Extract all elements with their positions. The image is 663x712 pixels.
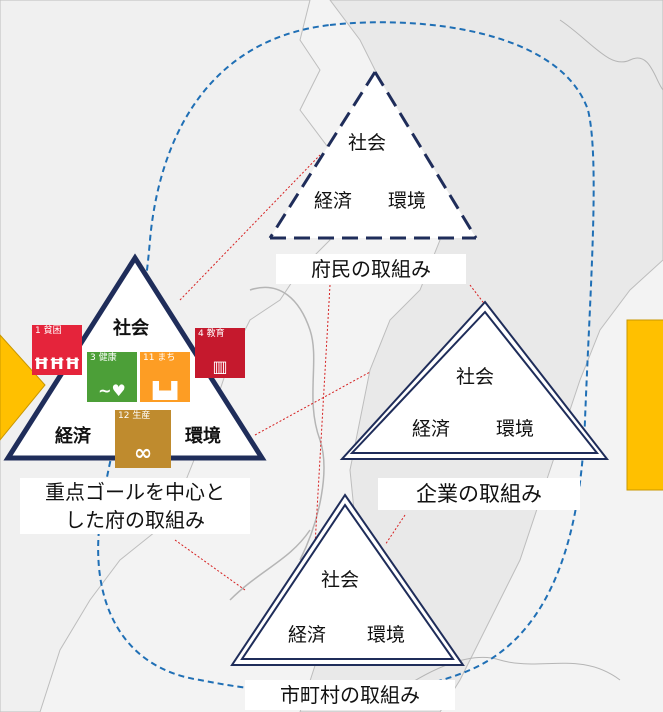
prefecture-society-label: 社会 xyxy=(113,318,149,339)
prefecture-caption-line2: した府の取組み xyxy=(65,508,205,532)
prefecture-environment-label: 環境 xyxy=(185,426,221,447)
prefecture-economy-label: 経済 xyxy=(55,426,91,447)
residents-environment-label: 環境 xyxy=(388,190,427,212)
connector-lines xyxy=(174,154,551,591)
companies-society-label: 社会 xyxy=(456,366,495,388)
residents-caption: 府民の取組み xyxy=(276,254,466,284)
companies-environment-label: 環境 xyxy=(496,418,535,440)
residents-society-label: 社会 xyxy=(348,132,387,154)
incoming-arrow xyxy=(0,334,46,441)
companies-triangle xyxy=(339,300,610,460)
municipalities-triangle xyxy=(230,493,465,666)
sdg-icon-goal-3: 3 健康~♥ xyxy=(87,352,137,402)
prefecture-caption-line1: 重点ゴールを中心と xyxy=(45,480,225,504)
sdg-icon-goal-4: 4 教育▥ xyxy=(195,328,245,378)
companies-caption: 企業の取組み xyxy=(378,478,580,510)
companies-economy-label: 経済 xyxy=(412,418,451,440)
residents-triangle xyxy=(268,71,478,240)
municipalities-environment-label: 環境 xyxy=(367,624,406,646)
prefecture-caption: 重点ゴールを中心と した府の取組み xyxy=(20,478,250,534)
municipalities-caption: 市町村の取組み xyxy=(245,680,455,710)
outcome-box xyxy=(626,319,663,491)
municipalities-economy-label: 経済 xyxy=(288,624,327,646)
residents-economy-label: 経済 xyxy=(314,190,353,212)
municipalities-society-label: 社会 xyxy=(321,569,360,591)
sdg-icon-goal-11: 11 まち▙▟ xyxy=(140,352,190,402)
sdg-icon-goal-12: 12 生産∞ xyxy=(115,410,171,468)
